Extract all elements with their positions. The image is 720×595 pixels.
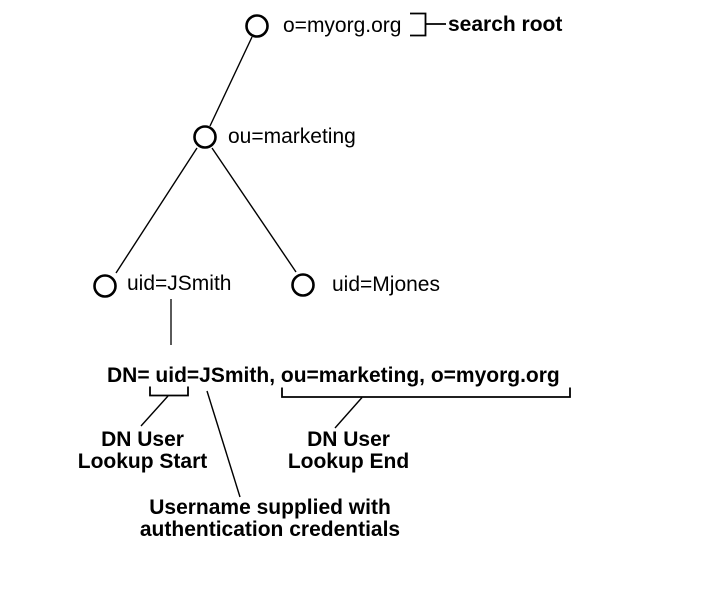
lookup-end-label-line1: DN User xyxy=(307,428,390,451)
lookup-start-label-line2: Lookup Start xyxy=(77,450,208,473)
node-circle-ou xyxy=(193,125,217,149)
edge-ou-to-mjones xyxy=(211,147,297,273)
username-note-line2: authentication credentials xyxy=(139,518,401,541)
lookup-end-bracket xyxy=(281,387,571,398)
node-label-mjones: uid=Mjones xyxy=(332,273,440,296)
lookup-start-label-line1: DN User xyxy=(101,428,184,451)
node-circle-root xyxy=(245,14,269,38)
username-note: Username supplied with authentication cr… xyxy=(120,497,420,541)
search-root-label: search root xyxy=(448,13,563,36)
search-root-bracket xyxy=(410,12,427,37)
lookup-end-label: DN User Lookup End xyxy=(276,429,421,473)
node-label-jsmith: uid=JSmith xyxy=(127,272,232,295)
lookup-start-label: DN User Lookup Start xyxy=(70,429,215,473)
node-circle-mjones xyxy=(291,273,315,297)
lookup-start-bracket xyxy=(149,386,189,397)
lookup-end-leader-line xyxy=(334,397,363,429)
lookup-end-label-line2: Lookup End xyxy=(287,450,410,473)
dn-text: DN= uid=JSmith, ou=marketing, o=myorg.or… xyxy=(107,364,560,387)
edge-ou-to-jsmith xyxy=(115,147,198,274)
username-leader-line xyxy=(206,390,241,498)
lookup-start-leader-line xyxy=(140,395,169,427)
edge-root-to-ou xyxy=(209,36,253,127)
node-label-root: o=myorg.org xyxy=(283,14,402,37)
node-circle-jsmith xyxy=(93,274,117,298)
node-label-ou: ou=marketing xyxy=(228,125,356,148)
username-note-line1: Username supplied with xyxy=(149,496,391,519)
